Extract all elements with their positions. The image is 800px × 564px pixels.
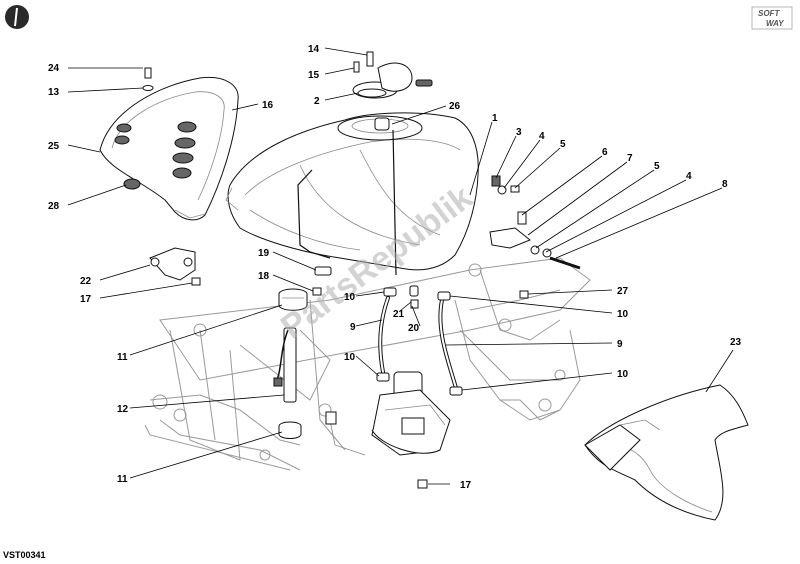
brand-mark-icon [5,5,29,29]
callout-10-d: 10 [617,369,629,380]
overflow-line [297,169,331,259]
callout-23: 23 [730,337,742,348]
callout-5-mid: 5 [654,161,660,172]
callout-10-c: 10 [344,352,356,363]
callout-4-mid: 4 [686,171,692,182]
fuel-hose-left [378,296,390,374]
callout-17-top: 17 [80,294,92,305]
callout-16: 16 [262,100,274,111]
callout-11-bottom: 11 [117,474,128,485]
callout-14: 14 [308,44,320,55]
callout-3: 3 [516,127,522,138]
callout-10-a: 10 [344,292,356,303]
callout-18: 18 [258,271,270,282]
fuel-pump-assembly [325,371,451,489]
fuel-hose-right [438,298,458,390]
callout-1: 1 [492,113,498,124]
leader-lines [67,47,734,485]
cover-part-23 [584,384,749,521]
callout-13: 13 [48,87,60,98]
callout-5-top: 5 [560,139,566,150]
tank-cover [99,67,239,221]
filler-cap-assembly [352,51,433,99]
right-hardware [489,175,581,299]
callout-17-bottom: 17 [460,480,472,491]
level-sensor [273,327,297,403]
callout-20: 20 [408,323,420,334]
callout-24: 24 [48,63,60,74]
callout-6: 6 [602,147,608,158]
callout-10-b: 10 [617,309,629,320]
callout-21: 21 [393,309,405,320]
bracket-part-22 [149,247,201,286]
callout-28: 28 [48,201,60,212]
grommet-part-11 [278,421,302,439]
callout-19: 19 [258,248,270,259]
hose-clamps [376,287,463,396]
fuel-filter-cap [278,288,308,311]
callout-labels: 24 13 16 25 28 22 17 14 15 2 26 1 3 4 5 … [48,44,742,491]
callout-9-right: 9 [617,339,623,350]
callout-7: 7 [627,153,633,164]
logo-text-2: WAY [766,19,784,28]
nut-part-18 [312,287,322,296]
callout-27: 27 [617,286,629,297]
callout-26: 26 [449,101,461,112]
callout-9-left: 9 [350,322,356,333]
fuel-tank [225,112,479,271]
callout-15: 15 [308,70,320,81]
drawing-code: VST00341 [3,550,46,560]
callout-12: 12 [117,404,129,415]
callout-2: 2 [314,96,320,107]
callout-11-top: 11 [117,352,128,363]
fitting-parts [409,285,419,309]
softway-logo: SOFT WAY [751,6,793,30]
callout-4-top: 4 [539,131,545,142]
callout-25: 25 [48,141,60,152]
logo-text-1: SOFT [758,9,780,18]
callout-8: 8 [722,179,728,190]
vent-hose [392,129,397,276]
callout-22: 22 [80,276,92,287]
clip-part-19 [314,266,332,276]
